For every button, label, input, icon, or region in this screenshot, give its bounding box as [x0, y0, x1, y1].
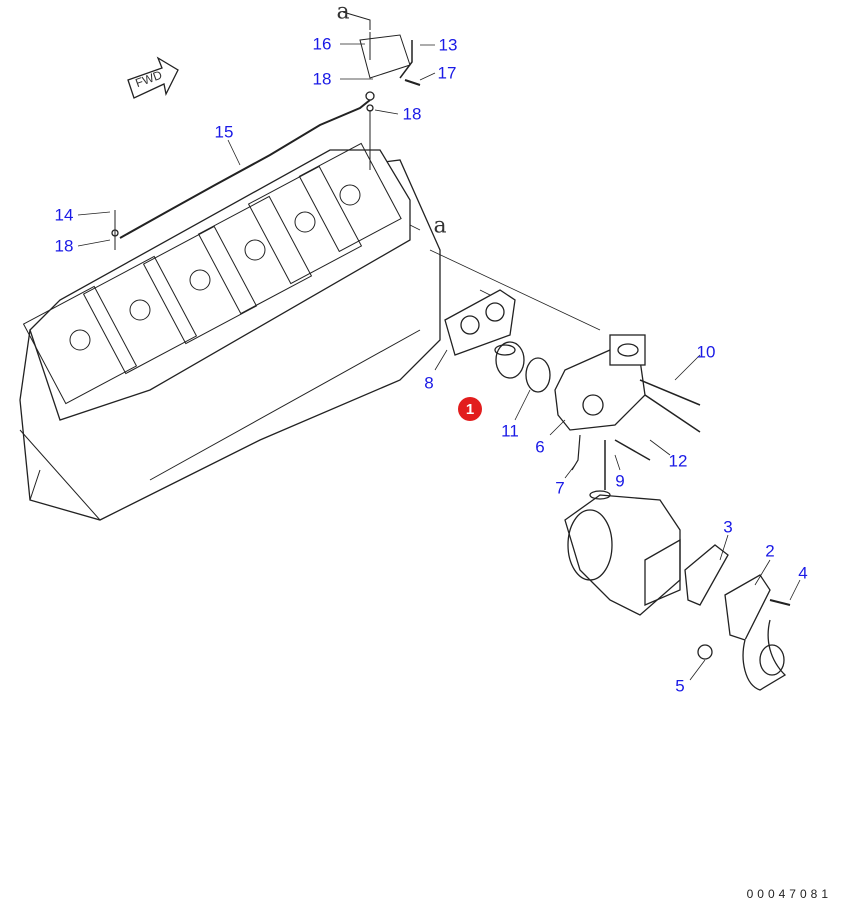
- callout-18[interactable]: 18: [54, 236, 74, 256]
- callout-11[interactable]: 11: [501, 421, 519, 441]
- document-number: 00047081: [746, 887, 832, 901]
- callout-5[interactable]: 5: [675, 676, 685, 696]
- pipe-15: [119, 99, 371, 239]
- callout-15[interactable]: 15: [214, 122, 234, 142]
- callout-8[interactable]: 8: [424, 373, 434, 393]
- callout-12[interactable]: 12: [668, 451, 688, 471]
- callout-17[interactable]: 17: [437, 63, 457, 83]
- gasket-3: [684, 544, 729, 606]
- callout-6[interactable]: 6: [535, 437, 545, 457]
- reference-letter-a-top: a: [336, 0, 350, 25]
- plug-5: [697, 644, 713, 660]
- fwd-arrow-icon: [127, 56, 179, 99]
- elbow-2: [724, 574, 771, 641]
- callout-3[interactable]: 3: [723, 517, 733, 537]
- callout-4[interactable]: 4: [798, 563, 808, 583]
- seal-ring-11: [525, 357, 551, 393]
- gasket-8: [444, 289, 516, 356]
- callout-16[interactable]: 16: [312, 34, 332, 54]
- callout-9[interactable]: 9: [615, 471, 625, 491]
- callout-1-highlighted[interactable]: 1: [458, 397, 482, 421]
- callout-18[interactable]: 18: [312, 69, 332, 89]
- callout-13[interactable]: 13: [438, 35, 458, 55]
- reference-letter-a-right: a: [433, 213, 447, 239]
- callout-10[interactable]: 10: [696, 342, 716, 362]
- callout-14[interactable]: 14: [54, 205, 74, 225]
- callout-18[interactable]: 18: [402, 104, 422, 124]
- thermostat: [495, 341, 525, 379]
- callout-2[interactable]: 2: [765, 541, 775, 561]
- callout-7[interactable]: 7: [555, 478, 565, 498]
- cylinder-heads: [22, 142, 402, 405]
